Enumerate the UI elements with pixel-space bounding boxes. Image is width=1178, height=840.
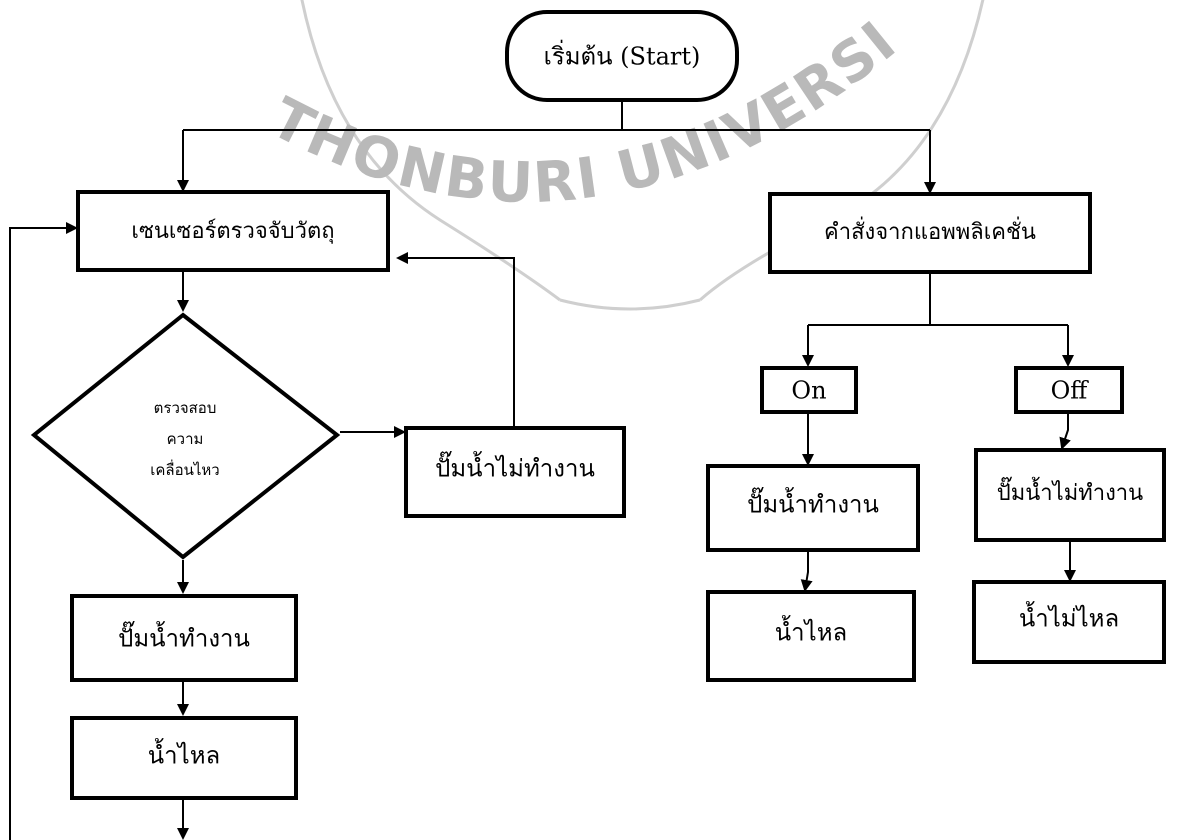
loop-back-to-sensor bbox=[9, 222, 78, 840]
on-box bbox=[760, 366, 858, 414]
decision-label-line-3: เคลื่อนไหว bbox=[150, 459, 219, 479]
connectors bbox=[9, 100, 1076, 840]
water-no-flow-right-label: น้ำไม่ไหล bbox=[1019, 601, 1119, 633]
pump-on-right-box bbox=[706, 464, 920, 552]
water-flow-left-node: น้ำไหล bbox=[70, 716, 298, 800]
water-flow-left-box bbox=[70, 716, 298, 800]
app-command-box bbox=[768, 192, 1092, 274]
app-command-node: คำสั่งจากแอพพลิเคชั่น bbox=[768, 192, 1092, 274]
decision-node: ตรวจสอบ ความ เคลื่อนไหว bbox=[30, 312, 341, 560]
pump-off-left-label: ปั๊มน้ำไม่ทำงาน bbox=[435, 451, 595, 483]
start-label: เริ่มต้น (Start) bbox=[544, 40, 701, 71]
off-label: Off bbox=[1051, 377, 1090, 405]
water-flow-right-box bbox=[706, 590, 916, 682]
water-flow-right-label: น้ำไหล bbox=[775, 615, 847, 647]
start-node: เริ่มต้น (Start) bbox=[505, 10, 739, 102]
pump-off-right-node: ปั๊มน้ำไม่ทำงาน bbox=[974, 448, 1166, 542]
watermark-text: THONBURI UNIVERSITY bbox=[0, 0, 909, 216]
decision-label-line-1: ตรวจสอบ bbox=[154, 399, 217, 417]
off-node: Off bbox=[1014, 366, 1124, 414]
water-no-flow-right-box bbox=[972, 580, 1166, 664]
sensor-box bbox=[76, 190, 390, 272]
pump-on-left-node: ปั๊มน้ำทำงาน bbox=[70, 594, 298, 682]
arrow-pump-off-back-to-sensor bbox=[396, 252, 515, 428]
app-command-label: คำสั่งจากแอพพลิเคชั่น bbox=[824, 216, 1036, 245]
sensor-node: เซนเซอร์ตรวจจับวัตถุ bbox=[76, 190, 390, 272]
on-label: On bbox=[791, 377, 826, 405]
pump-on-right-node: ปั๊มน้ำทำงาน bbox=[706, 464, 920, 552]
pump-off-left-node: ปั๊มน้ำไม่ทำงาน bbox=[404, 426, 626, 518]
pump-on-right-label: ปั๊มน้ำทำงาน bbox=[747, 487, 879, 519]
water-flow-left-label: น้ำไหล bbox=[148, 738, 220, 770]
off-box bbox=[1014, 366, 1124, 414]
watermark-seal-outline-left bbox=[300, 0, 561, 302]
sensor-label: เซนเซอร์ตรวจจับวัตถุ bbox=[131, 219, 334, 244]
on-node: On bbox=[760, 366, 858, 414]
decision-diamond bbox=[30, 312, 341, 560]
arrow-pump-on-to-water-flow-right bbox=[800, 550, 813, 592]
arrow-off-to-pump-off bbox=[1059, 412, 1071, 450]
pump-on-left-label: ปั๊มน้ำทำงาน bbox=[118, 621, 250, 653]
water-no-flow-right-node: น้ำไม่ไหล bbox=[972, 580, 1166, 664]
start-terminal-shape bbox=[505, 10, 739, 102]
pump-off-left-box bbox=[404, 426, 626, 518]
pump-off-right-box bbox=[974, 448, 1166, 542]
pump-off-right-label: ปั๊มน้ำไม่ทำงาน bbox=[997, 476, 1143, 506]
water-flow-right-node: น้ำไหล bbox=[706, 590, 916, 682]
decision-label-line-2: ความ bbox=[167, 430, 204, 448]
watermark-seal-outline-bottom bbox=[559, 298, 701, 311]
pump-on-left-box bbox=[70, 594, 298, 682]
